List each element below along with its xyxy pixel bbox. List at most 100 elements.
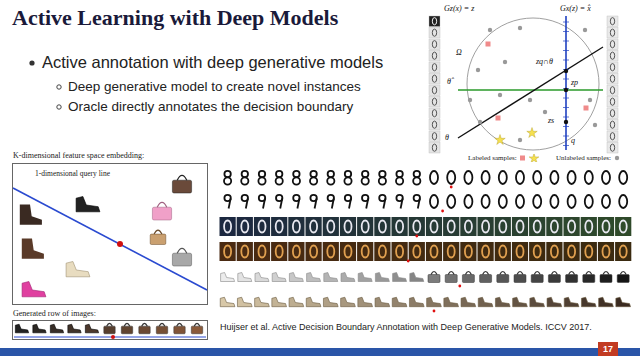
query-tick — [563, 31, 569, 32]
bag-handle — [431, 272, 437, 275]
bag-image — [121, 323, 132, 333]
bag-handle — [517, 272, 523, 275]
bag-image — [150, 230, 166, 244]
shoe-image — [393, 273, 407, 282]
digit-glyph — [242, 171, 248, 177]
digit-glyph — [383, 199, 385, 209]
digit-glyph — [276, 221, 283, 233]
shoe-image — [392, 297, 407, 306]
digit-glyph — [619, 171, 627, 184]
bag-image — [139, 323, 150, 333]
digit-glyph — [448, 246, 455, 258]
digit-glyph — [345, 221, 352, 233]
thumbnail — [429, 85, 440, 96]
query-line — [13, 188, 207, 290]
labeled-star — [529, 154, 539, 162]
shoe-image — [237, 297, 252, 306]
image-cell — [512, 242, 528, 261]
math-label: Ω — [456, 48, 462, 57]
image-cell — [288, 242, 304, 261]
shoe-image — [341, 273, 355, 282]
black-line — [458, 47, 603, 138]
thumbnail — [429, 39, 440, 50]
thumbnail — [429, 120, 440, 131]
shoe-image — [289, 273, 303, 282]
thumbnail — [429, 28, 440, 39]
unlabeled-sample — [583, 28, 587, 32]
digit-glyph — [224, 221, 231, 233]
digit-glyph — [293, 177, 300, 184]
shoe-image — [33, 324, 46, 333]
digit-glyph — [533, 195, 541, 208]
digit-glyph — [482, 195, 490, 208]
digit-glyph — [310, 171, 316, 177]
thumbnail-glyph — [432, 18, 436, 25]
latent-space-figure — [429, 16, 618, 153]
bag-image — [445, 272, 457, 283]
digit-glyph — [413, 177, 420, 184]
bag-body — [104, 326, 115, 334]
digit-glyph — [550, 195, 558, 208]
query-tick — [563, 22, 569, 23]
unlabeled-sample — [468, 98, 472, 102]
image-cell — [581, 217, 597, 236]
digit-glyph — [447, 195, 455, 208]
image-cell — [564, 242, 580, 261]
bag-body — [617, 275, 629, 283]
image-cell — [271, 217, 287, 236]
digit-glyph — [345, 171, 351, 177]
thumbnail-glyph — [610, 75, 614, 82]
image-cell — [357, 217, 373, 236]
shoe-image — [410, 273, 424, 282]
digit-glyph — [362, 221, 369, 233]
labeled-sample — [496, 116, 501, 121]
bag-image — [156, 323, 167, 333]
digit-glyph — [263, 199, 265, 209]
thumbnail — [607, 97, 618, 108]
bag-body — [174, 326, 185, 334]
bag-handle — [551, 272, 557, 275]
digit-glyph — [534, 246, 541, 258]
bag-image — [583, 272, 595, 283]
digit-glyph — [259, 246, 266, 258]
thumbnail — [607, 39, 618, 50]
digit-glyph — [310, 221, 317, 233]
digit-glyph — [344, 177, 351, 184]
thumbnail-glyph — [610, 133, 614, 140]
shoe-image — [272, 297, 287, 306]
shoe-image — [85, 324, 98, 333]
unlabeled-sample — [518, 26, 522, 30]
bag-image — [531, 272, 543, 283]
math-label: θ̂ — [447, 77, 451, 86]
digit-glyph — [379, 171, 385, 177]
unlabeled-sample — [478, 120, 482, 124]
thumbnail — [429, 97, 440, 108]
thumbnail-glyph — [432, 41, 436, 48]
thumbnail — [607, 131, 618, 142]
shoe-image — [444, 297, 459, 306]
image-cell — [237, 242, 253, 261]
thumbnail — [607, 62, 618, 73]
query-tick — [563, 60, 569, 61]
math-label: zp — [571, 78, 578, 87]
thumbnail — [607, 74, 618, 85]
thumbnail-glyph — [432, 133, 436, 140]
generated-image-row — [220, 217, 632, 237]
unlabeled-sample — [488, 28, 492, 32]
legend-entry: Labeled samples: — [468, 154, 541, 162]
shoe-image — [358, 273, 372, 282]
digit-glyph — [362, 246, 369, 258]
bag-image — [172, 248, 191, 266]
digit-glyph — [603, 246, 610, 258]
bag-body — [566, 275, 578, 283]
labeled-sample — [584, 106, 589, 111]
bag-body — [531, 275, 543, 283]
labeled-sample — [495, 134, 505, 144]
bag-image — [548, 272, 560, 283]
page-number-box — [598, 342, 618, 356]
digit-glyph — [464, 171, 472, 184]
boot-image — [22, 238, 44, 258]
image-cell — [323, 217, 339, 236]
image-cell — [426, 242, 442, 261]
bag-handle — [500, 272, 506, 275]
